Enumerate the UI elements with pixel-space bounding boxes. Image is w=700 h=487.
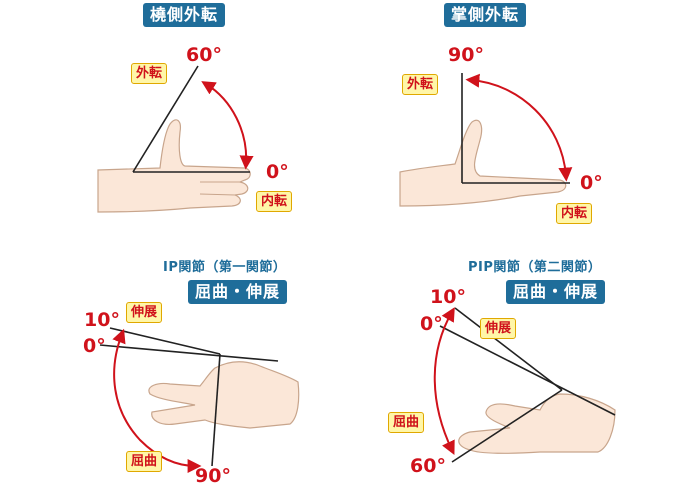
panel4-angle-bottom: 60°: [410, 455, 446, 477]
panel4-angle-zero: 0°: [420, 313, 443, 335]
ip-joint-arc: [112, 328, 202, 473]
panel3-subtitle: IP関節（第一関節）: [163, 260, 287, 275]
pip-joint-hand: [458, 393, 616, 454]
panel1-angle-min: 0°: [266, 161, 289, 183]
radial-abduction-lines: [132, 65, 250, 173]
palmar-abduction-lines: [461, 73, 570, 184]
panel2-tag-abduction: 外転: [402, 74, 439, 95]
panel4-title: 屈曲・伸展: [506, 280, 606, 304]
palmar-abduction-hand: [399, 119, 567, 207]
panel1-tag-abduction: 外転: [131, 63, 168, 84]
panel4-tag-flexion: 屈曲: [388, 412, 425, 433]
panel3-tag-flexion: 屈曲: [126, 451, 163, 472]
palmar-abduction-arc: [465, 73, 573, 182]
panel2-angle-max: 90°: [448, 44, 484, 66]
panel2-tag-adduction: 内転: [556, 203, 593, 224]
panel3-tag-extension: 伸展: [126, 302, 163, 323]
panel2-title: 掌側外転: [444, 3, 527, 27]
panel3-angle-zero: 0°: [83, 335, 106, 357]
pip-joint-arc: [433, 307, 455, 456]
pip-joint-lines: [439, 307, 616, 463]
panel1-angle-max: 60°: [186, 44, 222, 66]
panel3-title: 屈曲・伸展: [188, 280, 288, 304]
radial-abduction-arc: [201, 81, 254, 170]
panel3-angle-top: 10°: [84, 309, 120, 331]
panel2-angle-min: 0°: [580, 172, 603, 194]
panel3-angle-bottom: 90°: [195, 465, 231, 487]
panel1-title: 橈側外転: [143, 3, 226, 27]
panel4-subtitle: PIP関節（第二関節）: [468, 260, 602, 275]
radial-abduction-hand: [97, 119, 251, 213]
ip-joint-hand: [148, 361, 300, 429]
panel4-angle-top: 10°: [430, 286, 466, 308]
panel4-tag-extension: 伸展: [480, 318, 517, 339]
panel1-tag-adduction: 内転: [256, 191, 293, 212]
